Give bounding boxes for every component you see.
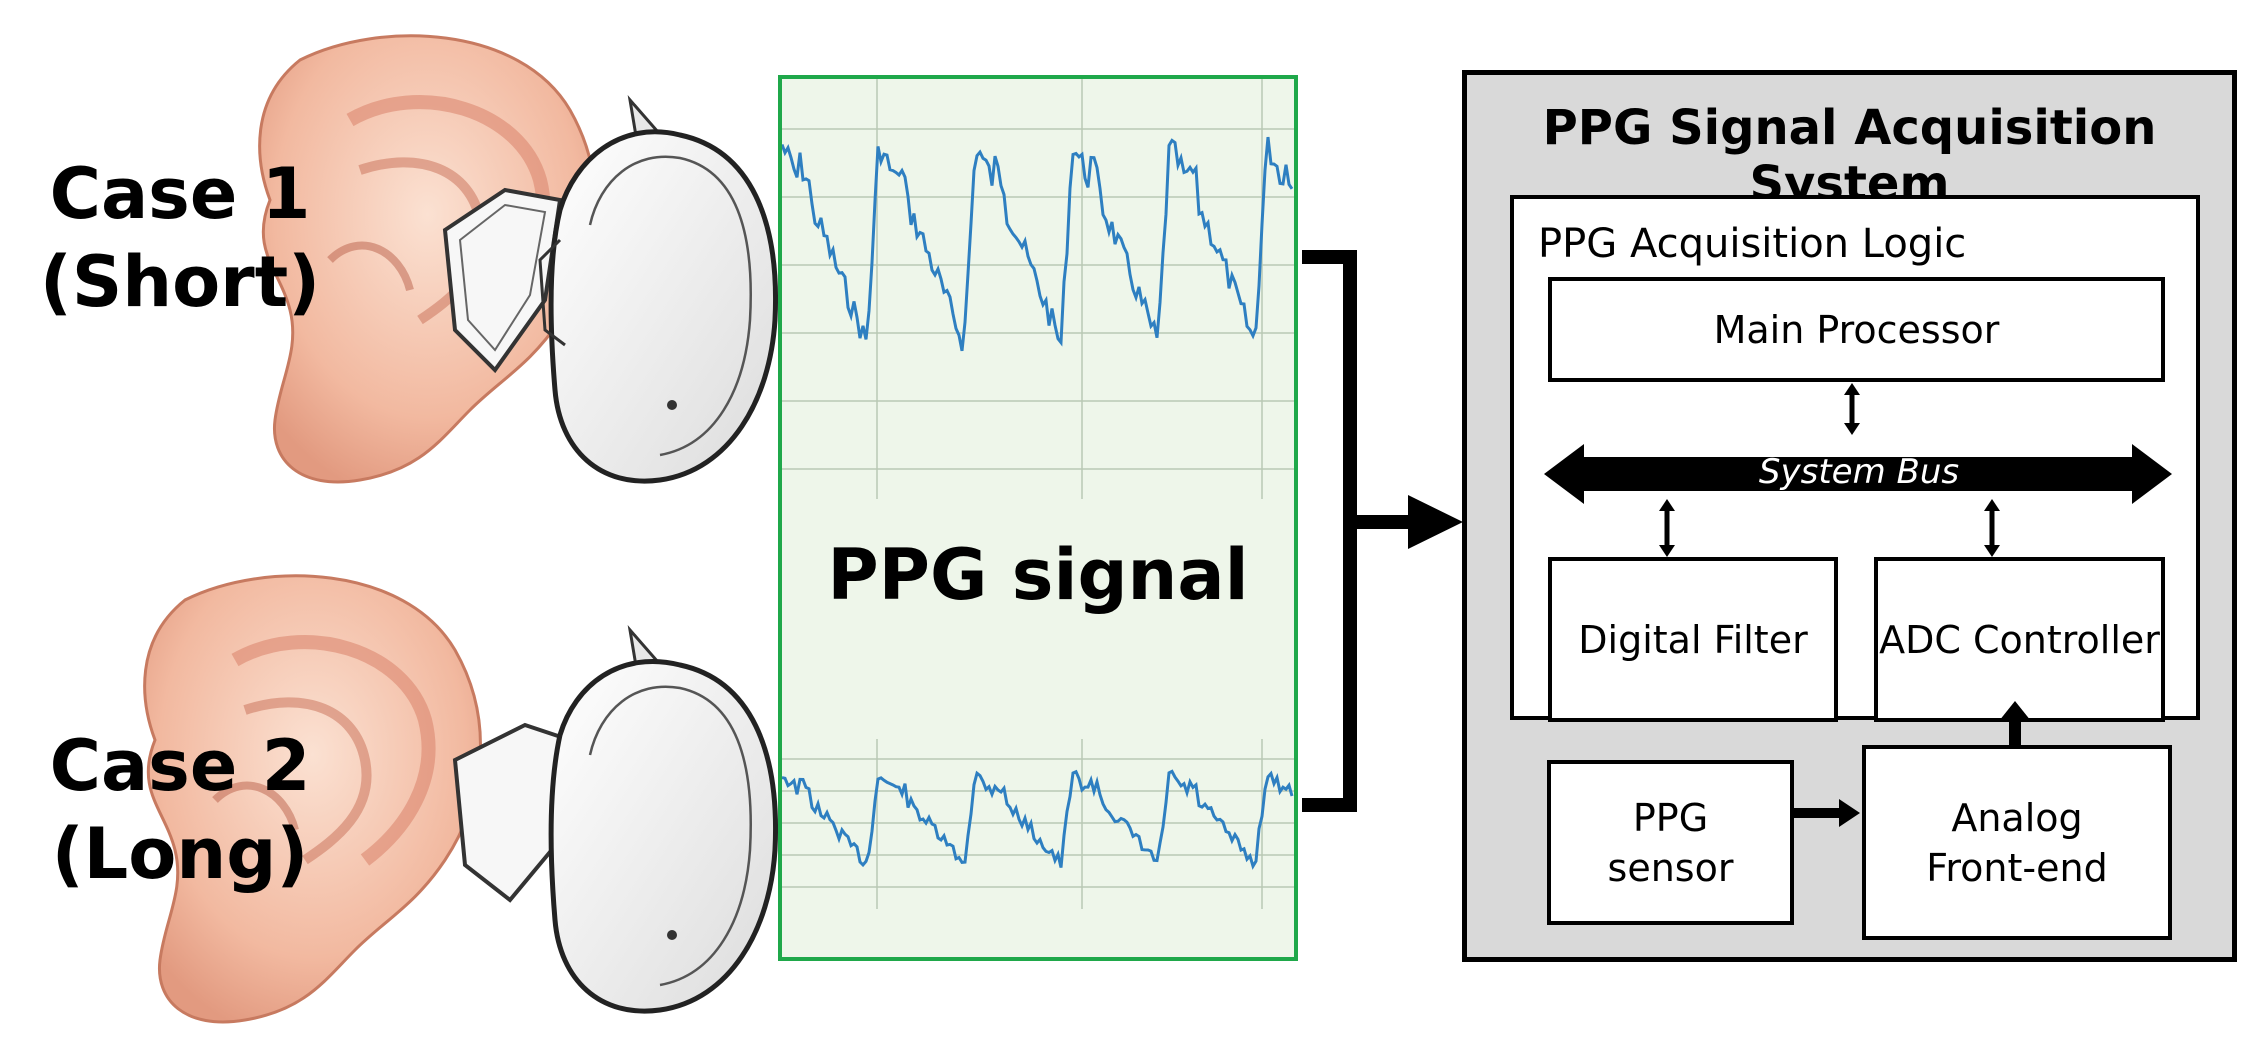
system-bus-label: System Bus (1758, 452, 1960, 492)
ear-icon (143, 574, 482, 1024)
ppg-signal-acquisition-system: PPG Signal Acquisition System PPG Acquis… (1462, 70, 2237, 962)
logic-title: PPG Acquisition Logic (1538, 221, 1967, 267)
digital-filter-block: Digital Filter (1548, 557, 1838, 722)
main-processor-label: Main Processor (1713, 307, 2000, 352)
ppg-acquisition-logic: PPG Acquisition Logic Main Processor (1510, 195, 2200, 722)
adc-controller-block: ADC Controller (1874, 557, 2165, 722)
signal-path-arrows (1792, 701, 2031, 827)
earbud-icon (442, 95, 779, 484)
afe-to-adc-arrow-icon (1999, 701, 2031, 721)
analog-front-end-block: Analog Front-end (1862, 745, 2172, 940)
system-bus-arrow (1544, 444, 2172, 504)
case-1-title: Case 1 (49, 153, 311, 235)
ppg-waveform-case-1 (782, 136, 1294, 352)
ppg-signal-panel: PPG signal (778, 75, 1298, 961)
ppg-signal-title: PPG signal (827, 534, 1249, 616)
bracket-line (1302, 250, 1357, 812)
case-2-subtitle: (Long) (51, 813, 309, 895)
plot-grid (782, 79, 1294, 909)
case-2-title: Case 2 (49, 725, 311, 807)
case-1-subtitle: (Short) (39, 241, 321, 323)
illustrations (143, 34, 779, 1024)
ppg-waveform-case-2 (782, 769, 1294, 870)
afe-label-line1: Analog (1951, 795, 2083, 840)
sensor-to-afe-arrow-icon (1839, 799, 1860, 827)
case-1-label: Case 1 (Short) (10, 150, 350, 326)
arrow-head-icon (1408, 495, 1463, 549)
merge-arrow (1302, 250, 1463, 812)
digital-filter-label: Digital Filter (1578, 617, 1808, 662)
case-2-label: Case 2 (Long) (10, 722, 350, 898)
bus-diagram (1544, 383, 2172, 557)
adc-controller-label: ADC Controller (1879, 617, 2160, 662)
ppg-sensor-label-line1: PPG (1632, 795, 1709, 840)
main-processor-block: Main Processor (1548, 277, 2165, 382)
ppg-sensor-block: PPG sensor (1547, 760, 1794, 925)
ppg-signal-plot (782, 79, 1294, 909)
afe-label-line2: Front-end (1926, 845, 2108, 890)
earbud-icon (452, 625, 779, 1014)
ppg-sensor-label-line2: sensor (1607, 845, 1734, 890)
